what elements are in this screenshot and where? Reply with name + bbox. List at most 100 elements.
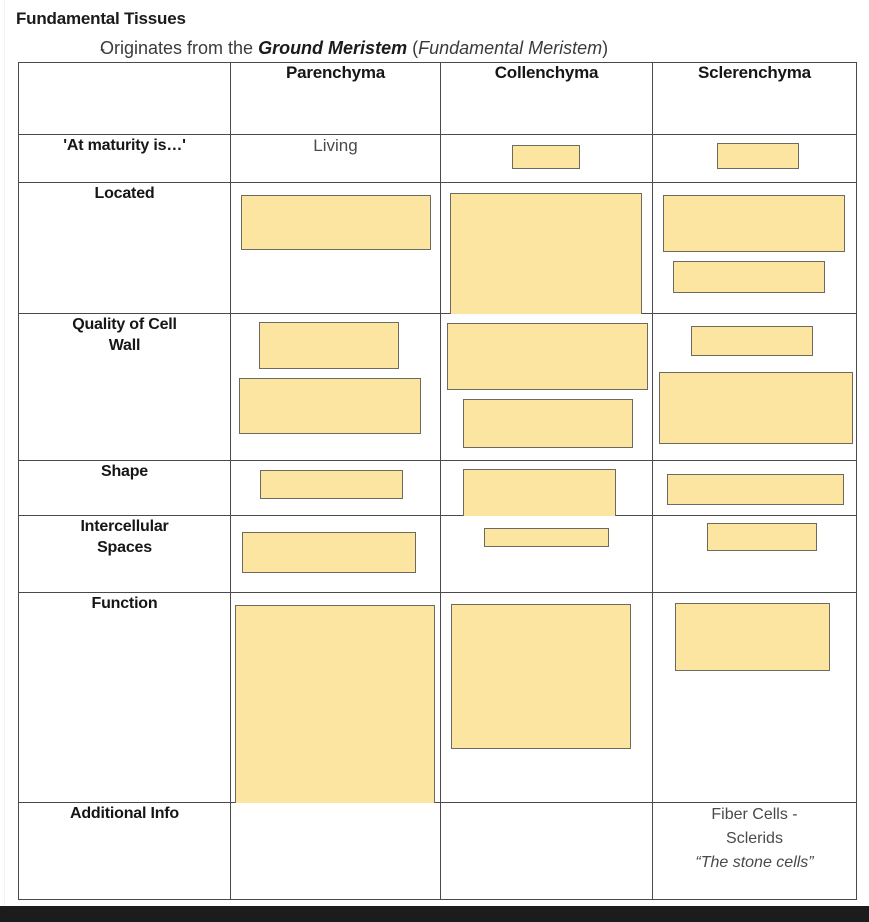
table-row: Intercellular Spaces	[18, 515, 857, 594]
redaction-box[interactable]	[242, 532, 416, 574]
redaction-box[interactable]	[667, 473, 844, 505]
cell-function-collenchyma	[440, 592, 653, 804]
cell-shape-parenchyma	[230, 459, 441, 517]
redaction-box[interactable]	[691, 326, 813, 357]
cell-function-parenchyma	[230, 592, 441, 807]
cell-intercellular-collenchyma	[440, 515, 653, 594]
column-header-label: Parenchyma	[285, 63, 386, 82]
cell-value-line: Sclerids	[726, 830, 783, 848]
redaction-group	[231, 314, 440, 460]
cell-located-collenchyma	[440, 181, 653, 320]
redaction-group	[653, 516, 856, 592]
redaction-group	[653, 461, 856, 515]
redaction-box[interactable]	[717, 143, 799, 170]
bullet-line: - Originates from the Ground Meristem (F…	[16, 36, 869, 62]
cell-cellwall-sclerenchyma	[652, 313, 857, 461]
redaction-box[interactable]	[659, 372, 853, 445]
row-label-maturity: 'At maturity is…'	[18, 134, 231, 183]
cell-function-sclerenchyma	[652, 592, 857, 804]
redaction-group	[441, 461, 652, 518]
redaction-box[interactable]	[675, 603, 830, 672]
table-row: Quality of Cell Wall	[18, 313, 857, 461]
redaction-group	[231, 461, 440, 515]
table-body: Parenchyma Collenchyma Sclerenchyma 'At mat…	[18, 61, 857, 900]
heading-block: Fundamental Tissues - Originates from th…	[0, 0, 869, 62]
cell-intercellular-sclerenchyma	[652, 515, 857, 594]
redaction-group	[441, 314, 652, 460]
redaction-box[interactable]	[239, 378, 421, 435]
column-header-sclerenchyma: Sclerenchyma	[652, 61, 857, 136]
row-label-additional: Additional Info	[18, 802, 231, 900]
redaction-group	[653, 593, 856, 802]
redaction-box[interactable]	[451, 604, 631, 750]
column-header-collenchyma: Collenchyma	[440, 61, 653, 136]
cell-maturity-parenchyma: Living	[230, 134, 441, 183]
bullet-dash: -	[100, 41, 105, 58]
table-row: Additional Info Fiber Cells - Sclerids “The…	[18, 802, 857, 900]
column-header-parenchyma: Parenchyma	[230, 61, 441, 136]
row-label-text: Intercellular Spaces	[80, 518, 169, 557]
row-label-function: Function	[18, 592, 231, 804]
redaction-group	[231, 516, 440, 592]
cell-maturity-collenchyma	[440, 134, 653, 183]
redaction-box[interactable]	[241, 194, 431, 250]
row-label-intercellular: Intercellular Spaces	[18, 515, 231, 594]
cell-cellwall-parenchyma	[230, 313, 441, 461]
cell-intercellular-parenchyma	[230, 515, 441, 594]
bullet-text: Originates from the Ground Meristem (Fun…	[100, 36, 608, 60]
cell-value-line: Fiber Cells -	[711, 806, 798, 824]
redaction-box[interactable]	[447, 323, 648, 391]
bottom-bar	[0, 906, 869, 922]
row-label-text: Located	[94, 184, 155, 202]
column-header-label: Sclerenchyma	[698, 63, 811, 82]
row-label-cellwall: Quality of Cell Wall	[18, 313, 231, 461]
redaction-group	[653, 314, 856, 460]
row-label-shape: Shape	[18, 459, 231, 517]
cell-shape-sclerenchyma	[652, 459, 857, 517]
redaction-box[interactable]	[707, 523, 817, 552]
cell-additional-sclerenchyma: Fiber Cells - Sclerids “The stone cells”	[652, 802, 857, 900]
redaction-box[interactable]	[450, 192, 642, 320]
redaction-group	[441, 183, 652, 320]
page-title: Fundamental Tissues	[16, 9, 186, 28]
column-header-label: Collenchyma	[494, 63, 599, 82]
row-label-text: 'At maturity is…'	[63, 137, 186, 155]
cell-located-parenchyma	[230, 181, 441, 315]
row-label-text: Shape	[100, 462, 149, 480]
table-corner-cell	[18, 61, 231, 136]
redaction-box[interactable]	[259, 322, 399, 370]
redaction-group	[653, 183, 856, 314]
cell-value: Living	[313, 136, 358, 156]
cell-value-quote: “The stone cells”	[695, 854, 814, 872]
redaction-box[interactable]	[235, 605, 435, 807]
redaction-group	[653, 135, 856, 181]
cell-located-sclerenchyma	[652, 181, 857, 315]
redaction-group	[441, 593, 652, 802]
tissue-comparison-table: Parenchyma Collenchyma Sclerenchyma 'At mat…	[18, 61, 857, 900]
row-label-located: Located	[18, 181, 231, 315]
redaction-group	[441, 135, 652, 181]
table-row: Located	[18, 181, 857, 320]
table-row: Function	[18, 592, 857, 807]
redaction-box[interactable]	[463, 468, 616, 518]
redaction-box[interactable]	[260, 469, 403, 499]
bullet-paren-close: )	[602, 38, 609, 58]
redaction-box[interactable]	[663, 194, 845, 252]
row-label-text: Additional Info	[70, 805, 179, 823]
redaction-group	[441, 516, 652, 592]
redaction-box[interactable]	[484, 528, 609, 548]
bullet-italic-term: Fundamental Meristem	[418, 38, 603, 58]
bullet-bold-term: Ground Meristem	[258, 38, 408, 58]
cell-shape-collenchyma	[440, 459, 653, 518]
redaction-group	[231, 183, 440, 314]
cell-maturity-sclerenchyma	[652, 134, 857, 183]
redaction-box[interactable]	[463, 399, 633, 449]
cell-additional-collenchyma	[440, 802, 653, 900]
redaction-box[interactable]	[673, 260, 825, 293]
page-left-margin	[0, 0, 5, 906]
redaction-box[interactable]	[512, 145, 580, 170]
table-header-row: Parenchyma Collenchyma Sclerenchyma	[18, 61, 857, 136]
row-label-text: Quality of Cell Wall	[72, 316, 177, 355]
cell-additional-parenchyma	[230, 802, 441, 900]
